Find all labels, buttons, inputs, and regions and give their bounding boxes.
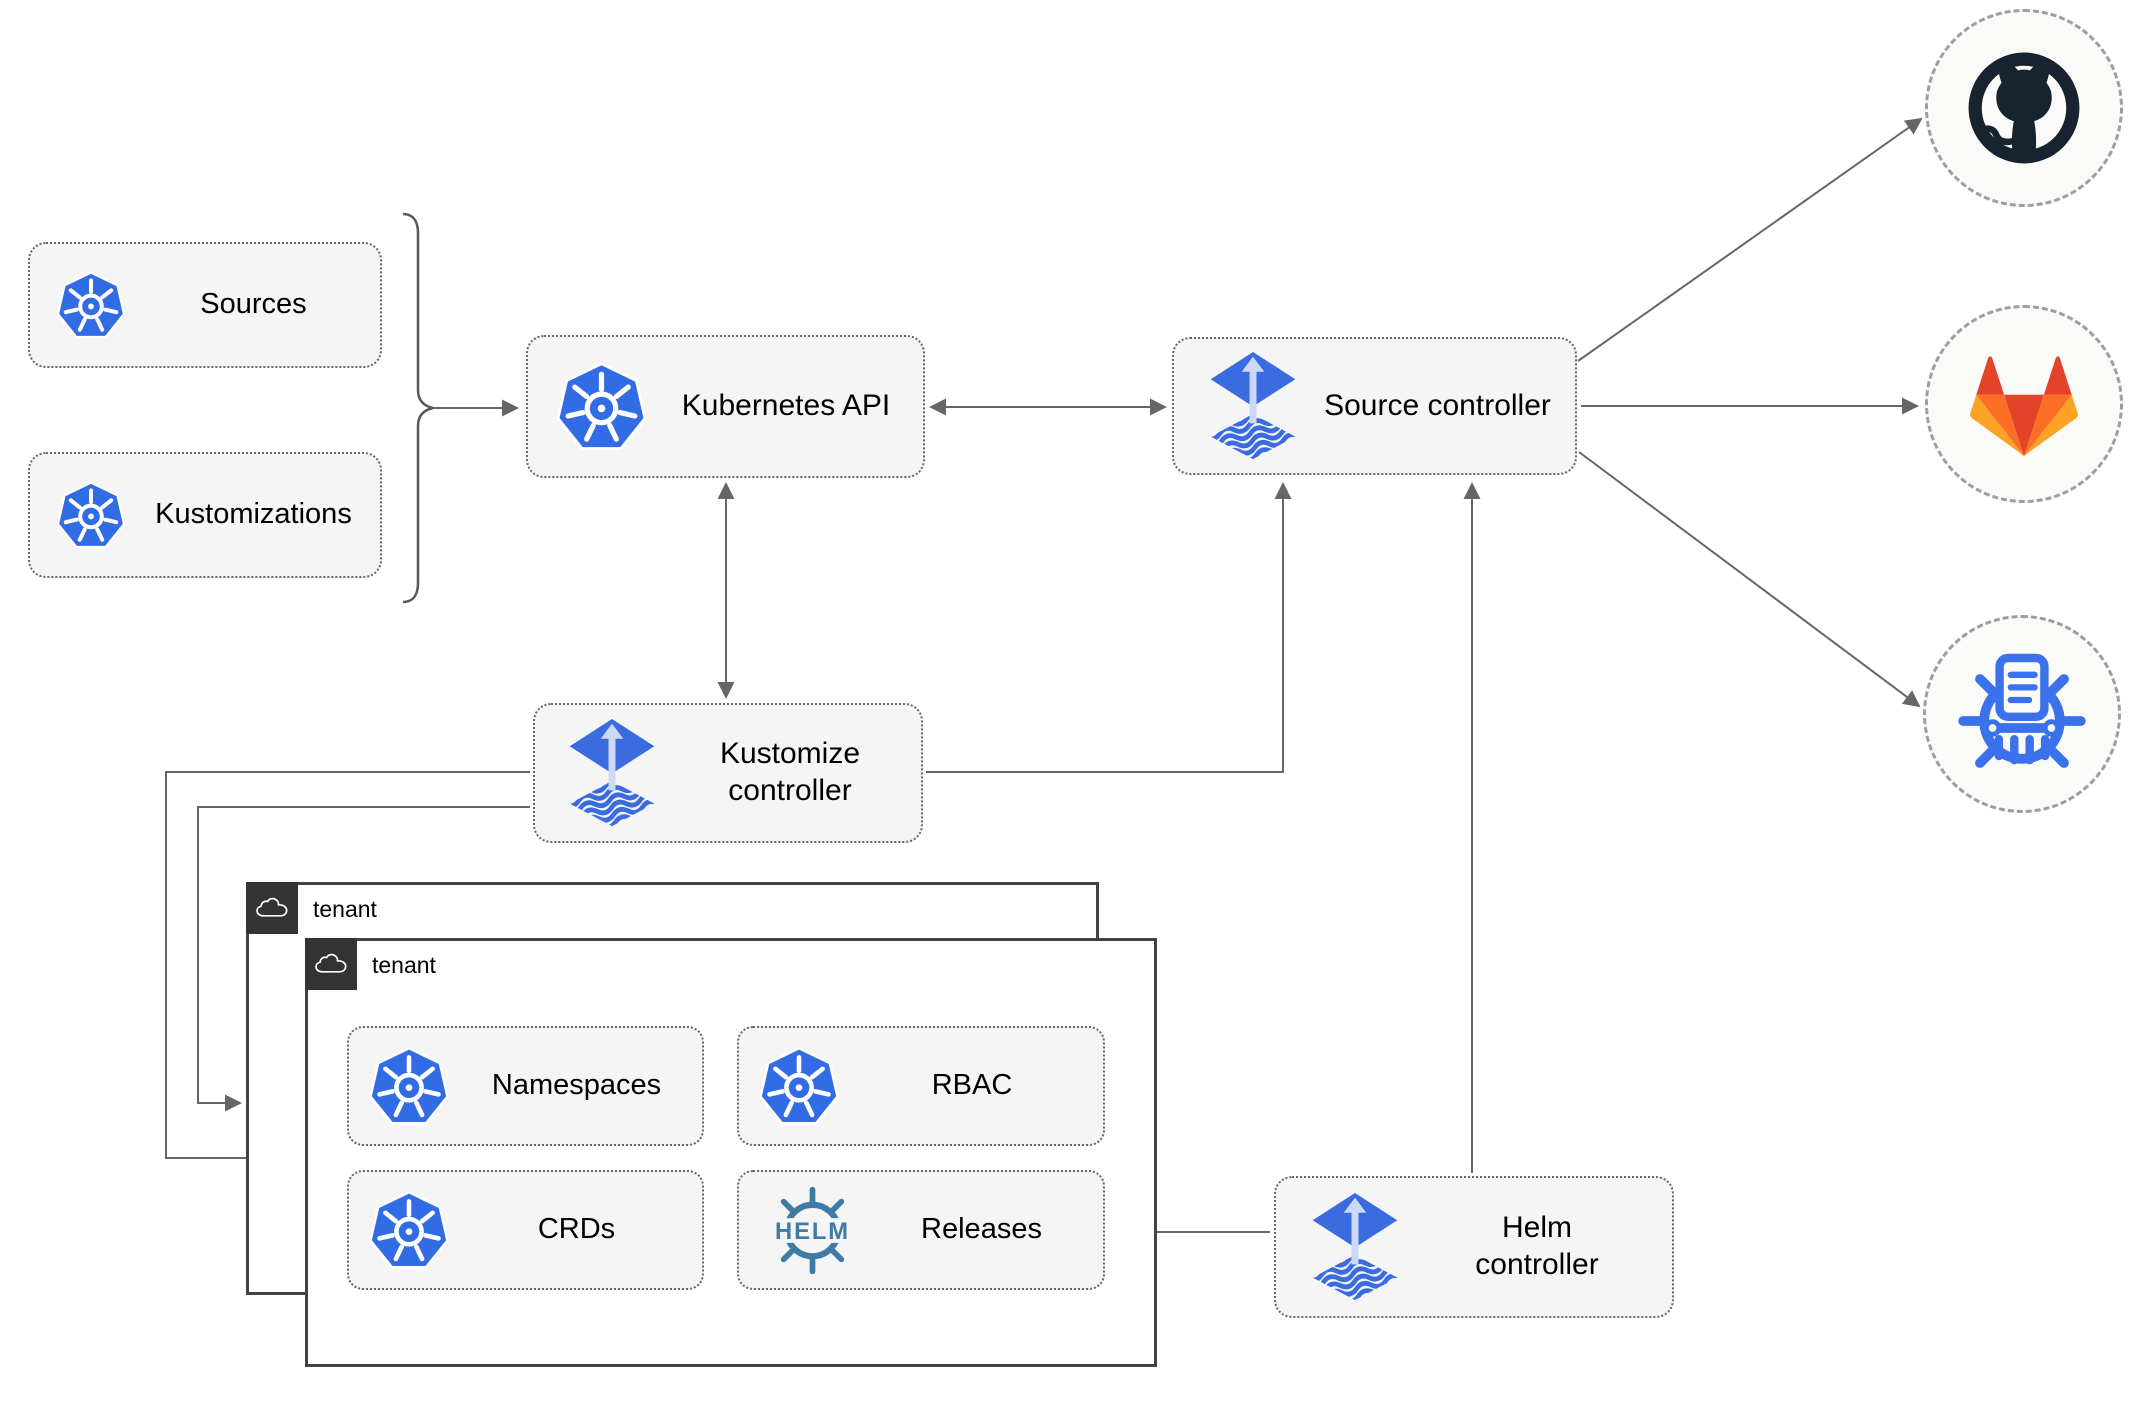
tenant-tab: [305, 938, 357, 990]
node-label: Namespaces: [491, 1069, 662, 1102]
node-label: RBAC: [931, 1069, 1013, 1102]
kubernetes-icon: [367, 1188, 451, 1272]
endpoint-github: [1925, 9, 2123, 207]
node-rbac: RBAC: [737, 1026, 1105, 1146]
helm-icon: HELM: [766, 1186, 859, 1274]
node-label: Releases: [921, 1213, 1042, 1246]
flux-icon: [565, 717, 659, 830]
tenant-label: tenant: [372, 952, 436, 978]
kubernetes-icon: [554, 359, 649, 454]
node-label: Helm controller: [1475, 1211, 1599, 1281]
endpoint-helm-repository: [1923, 615, 2121, 813]
kubernetes-icon: [757, 1044, 841, 1128]
gitlab-icon: [1970, 356, 2078, 456]
helm-repository-icon: [1958, 653, 2086, 768]
kubernetes-icon: [55, 269, 127, 341]
edge-source-controller-to-github: [1577, 117, 1923, 362]
cloud-icon: [255, 897, 289, 919]
node-kubernetes-api: Kubernetes API: [526, 335, 925, 478]
kubernetes-icon: [367, 1044, 451, 1128]
node-helm-controller: Helm controller: [1274, 1176, 1674, 1318]
node-kustomizations: Kustomizations: [28, 452, 382, 578]
tenant-label: tenant: [313, 896, 377, 922]
node-label: CRDs: [537, 1213, 616, 1246]
node-label: Kustomize controller: [719, 737, 861, 807]
node-label: Kubernetes API: [681, 389, 891, 423]
flux-icon: [1308, 1191, 1402, 1304]
flux-icon: [1206, 350, 1300, 463]
brace-sources-group: [402, 212, 434, 604]
node-label: Kustomizations: [155, 498, 352, 531]
node-crds: CRDs: [347, 1170, 704, 1290]
cloud-icon: [314, 953, 348, 975]
endpoint-gitlab: [1925, 305, 2123, 503]
node-label: Sources: [200, 288, 307, 321]
node-namespaces: Namespaces: [347, 1026, 704, 1146]
node-kustomize-controller: Kustomize controller: [533, 703, 923, 843]
tenant-box-front: tenant: [305, 938, 1157, 1367]
node-releases: HELM Releases: [737, 1170, 1105, 1290]
node-label: Source controller: [1324, 388, 1551, 422]
node-source-controller: Source controller: [1172, 337, 1577, 475]
edge-kustomize-to-source-controller: [926, 482, 1292, 773]
helm-wordmark: HELM: [775, 1218, 850, 1245]
kubernetes-icon: [55, 479, 127, 551]
edge-source-controller-to-helm-repository: [1578, 451, 1921, 708]
github-icon: [1968, 52, 2080, 164]
tenant-tab: [246, 882, 298, 934]
node-sources: Sources: [28, 242, 382, 368]
